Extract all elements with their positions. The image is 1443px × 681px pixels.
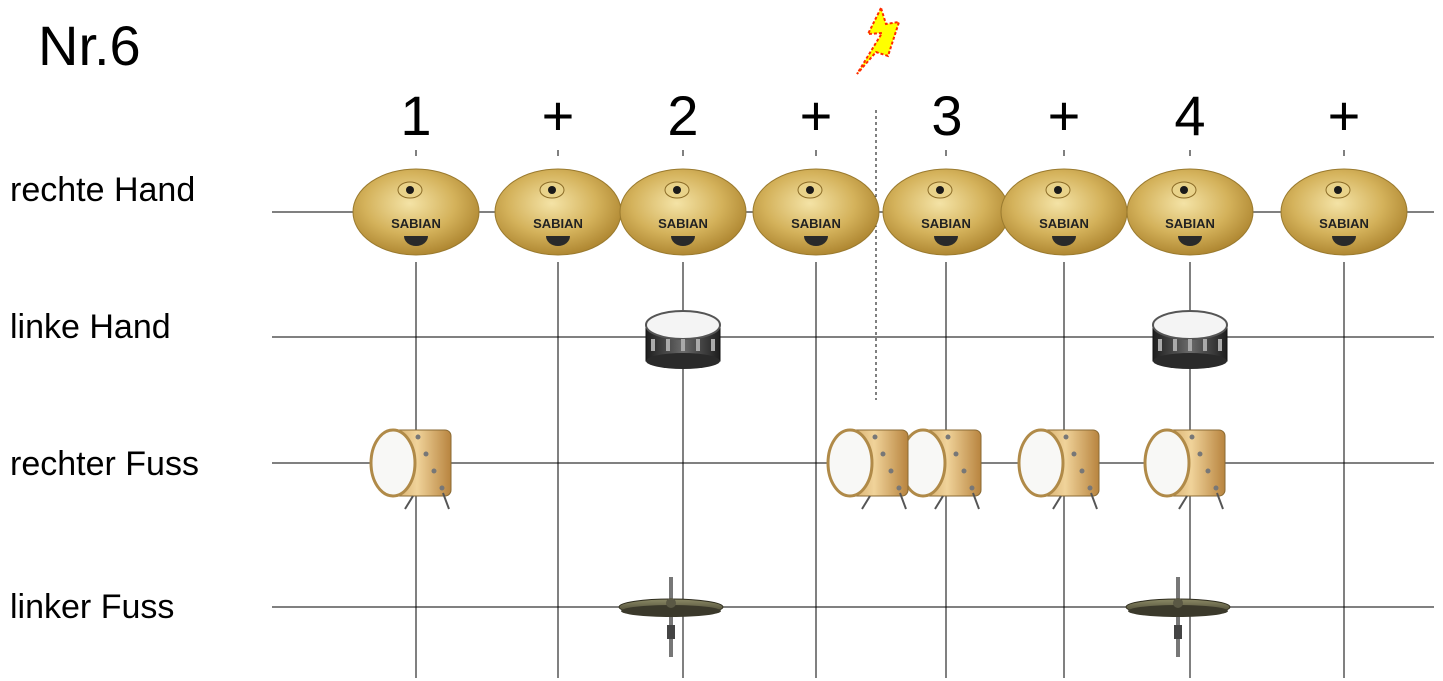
ride-cymbal-icon: SABIAN [619,168,747,256]
beat-label-3: 3 [931,84,963,147]
ride-cymbal-icon: SABIAN [882,168,1010,256]
beat-label-4: 4 [1174,84,1206,147]
beat-label-2-and: + [799,84,833,147]
ride-cymbal-icon: SABIAN [494,168,622,256]
beat-label-1: 1 [400,84,432,147]
bass-drum-icon [826,428,909,510]
cymbal-brand-text: SABIAN [1165,216,1215,231]
hi-hat-icon [1125,577,1231,657]
bass-drum-icon [1143,428,1226,510]
bass-drum-icon [369,428,452,510]
ride-cymbal-icon: SABIAN [352,168,480,256]
bass-drum-icon [1017,428,1100,510]
page-title: Nr.6 [38,14,141,77]
beat-label-1-and: + [541,84,575,147]
cymbal-brand-text: SABIAN [533,216,583,231]
row-label-left-foot: linker Fuss [10,588,175,626]
bass-drum-icon [899,428,982,510]
beat-label-2: 2 [667,84,699,147]
cymbal-brand-text: SABIAN [921,216,971,231]
row-label-left-hand: linke Hand [10,308,171,346]
cymbal-brand-text: SABIAN [658,216,708,231]
ride-cymbal-icon: SABIAN [1000,168,1128,256]
cymbal-brand-text: SABIAN [1319,216,1369,231]
ride-cymbal-icon: SABIAN [752,168,880,256]
snare-drum-icon [1152,310,1228,369]
hi-hat-icon [618,577,724,657]
beat-label-4-and: + [1327,84,1361,147]
cymbal-brand-text: SABIAN [391,216,441,231]
cymbal-brand-text: SABIAN [791,216,841,231]
snare-drum-icon [645,310,721,369]
ride-cymbal-icon: SABIAN [1126,168,1254,256]
lightning-icon [856,5,901,75]
row-label-right-foot: rechter Fuss [10,445,199,483]
beat-label-3-and: + [1047,84,1081,147]
cymbal-brand-text: SABIAN [1039,216,1089,231]
ride-cymbal-icon: SABIAN [1280,168,1408,256]
row-label-right-hand: rechte Hand [10,171,196,209]
